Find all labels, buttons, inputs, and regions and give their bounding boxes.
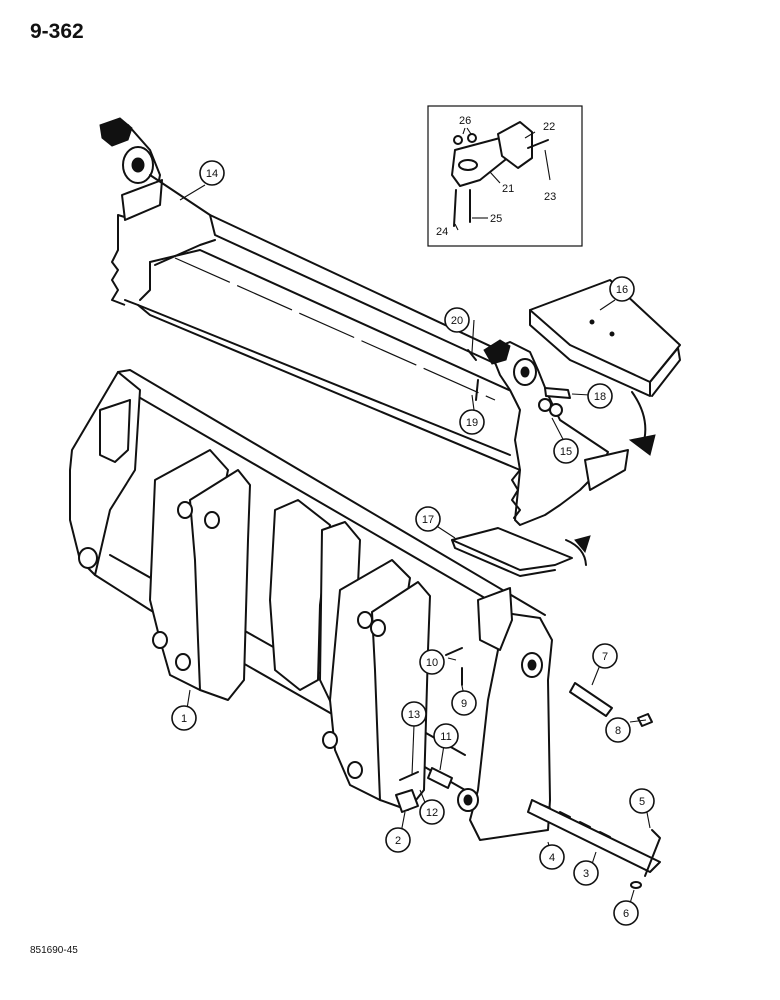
pin-12: [399, 771, 419, 781]
svg-text:19: 19: [466, 417, 478, 429]
callout-4: 4: [539, 844, 565, 870]
svg-text:14: 14: [206, 168, 218, 180]
svg-text:13: 13: [408, 709, 420, 721]
callout-9: 9: [451, 690, 477, 716]
callout-19: 19: [459, 409, 485, 435]
callout-6: 6: [613, 900, 639, 926]
callout-15: 15: [553, 438, 579, 464]
bushing-15: [538, 398, 552, 412]
bucket-frame: [69, 369, 553, 841]
callout-3: 3: [573, 860, 599, 886]
label-23: 23: [544, 191, 556, 203]
svg-text:17: 17: [422, 514, 434, 526]
svg-text:2: 2: [395, 835, 401, 847]
callout-13: 13: [401, 701, 427, 727]
bracket-block-part: [497, 121, 533, 169]
pin-11: [427, 767, 453, 789]
callout-5: 5: [629, 788, 655, 814]
svg-text:4: 4: [549, 852, 555, 864]
wear-pad-17: [451, 527, 573, 577]
svg-text:20: 20: [451, 315, 463, 327]
svg-text:5: 5: [639, 796, 645, 808]
nut-part: [467, 133, 477, 143]
bushing-15: [549, 403, 563, 417]
callout-2: 2: [385, 827, 411, 853]
nut-6: [630, 881, 642, 889]
svg-text:12: 12: [426, 807, 438, 819]
label-21: 21: [502, 183, 514, 195]
callout-17: 17: [415, 506, 441, 532]
cutting-edge: [527, 799, 661, 889]
svg-text:8: 8: [615, 725, 621, 737]
svg-text:11: 11: [440, 731, 451, 743]
svg-text:16: 16: [616, 284, 628, 296]
pin-18: [544, 387, 571, 399]
callout-12: 12: [419, 799, 445, 825]
page-number: 9-362: [30, 20, 84, 43]
label-24: 24: [436, 226, 448, 238]
bushing-2: [395, 789, 419, 813]
callout-11: 11: [433, 723, 459, 749]
callout-16: 16: [609, 276, 635, 302]
nut-part: [453, 135, 463, 145]
pin-7: [569, 682, 613, 717]
drawing-code: 851690-45: [30, 945, 78, 956]
callout-1: 1: [171, 705, 197, 731]
inset-detail: 26 22 21 23 24 25: [427, 105, 583, 247]
label-22: 22: [543, 121, 555, 133]
svg-text:7: 7: [602, 651, 608, 663]
callout-8: 8: [605, 717, 631, 743]
wear-pad-16: [529, 279, 681, 397]
callout-7: 7: [592, 643, 618, 669]
svg-text:10: 10: [426, 657, 438, 669]
label-25: 25: [490, 213, 502, 225]
inset-frame: [427, 105, 583, 247]
bolt-part: [453, 189, 457, 227]
svg-text:9: 9: [461, 698, 467, 710]
svg-text:3: 3: [583, 868, 589, 880]
callout-18: 18: [587, 383, 613, 409]
svg-text:1: 1: [181, 713, 187, 725]
callout-14: 14: [199, 160, 225, 186]
label-26: 26: [459, 115, 471, 127]
callout-10: 10: [419, 649, 445, 675]
bolt-5: [644, 829, 661, 877]
svg-text:6: 6: [623, 908, 629, 920]
callout-20: 20: [444, 307, 470, 333]
svg-text:18: 18: [594, 391, 606, 403]
svg-text:15: 15: [560, 446, 572, 458]
bucket-shell: [99, 117, 629, 526]
